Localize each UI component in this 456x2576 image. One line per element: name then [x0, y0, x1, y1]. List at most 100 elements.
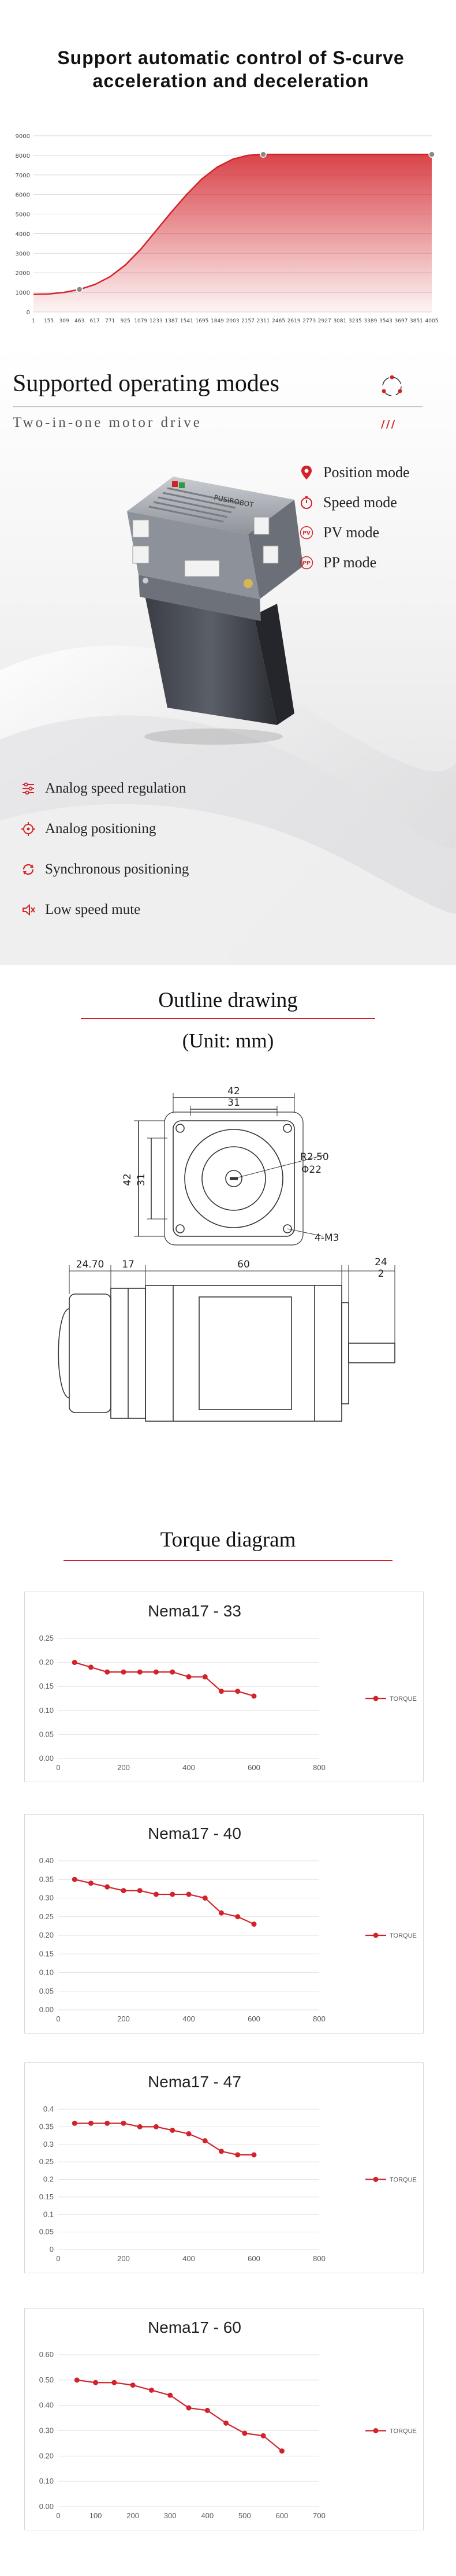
- dim-side-a: 24.70: [76, 1259, 104, 1270]
- y-tick-label: 3000: [16, 251, 30, 257]
- cycle-icon: [382, 375, 402, 396]
- y-tick-label: 0.40: [39, 2401, 54, 2410]
- torque-point: [219, 1910, 224, 1916]
- modes-title: Supported operating modes: [13, 370, 279, 397]
- x-tick-label: 463: [74, 318, 84, 324]
- y-tick-label: 0.25: [39, 1912, 54, 1921]
- x-tick-label: 3081: [333, 318, 346, 324]
- y-tick-label: 0.05: [39, 1730, 54, 1738]
- sliders-icon: [21, 781, 36, 796]
- torque-point: [88, 1880, 94, 1886]
- x-tick-label: 300: [164, 2511, 177, 2520]
- pv-badge-icon: PV: [299, 525, 314, 540]
- torque-point: [121, 2120, 126, 2126]
- dim-side-d: 24: [375, 1257, 387, 1268]
- y-tick-label: 0.50: [39, 2376, 54, 2384]
- feature-analog-speed: Analog speed regulation: [21, 768, 286, 809]
- x-tick-label: 400: [182, 2014, 195, 2023]
- x-tick-label: 1: [32, 318, 35, 324]
- x-tick-label: 200: [117, 1763, 130, 1772]
- torque-point: [251, 2152, 257, 2158]
- y-tick-label: 0.30: [39, 1894, 54, 1902]
- y-tick-label: 5000: [16, 212, 30, 218]
- torque-point: [148, 2387, 154, 2393]
- y-tick-label: 0.4: [43, 2105, 54, 2113]
- dim-left-outer: 42: [122, 1173, 133, 1186]
- mode-label: Position mode: [323, 464, 410, 481]
- feature-label: Analog positioning: [45, 821, 156, 837]
- y-tick-label: 4000: [16, 231, 30, 237]
- y-tick-label: 0: [50, 2245, 54, 2254]
- modes-subtitle: Two-in-one motor drive: [13, 415, 202, 430]
- torque-point: [154, 1891, 159, 1897]
- y-tick-label: 0.40: [39, 1856, 54, 1865]
- torque-point: [279, 2448, 285, 2454]
- torque-chart-nema17-40: Nema17 - 400.000.050.100.150.200.250.300…: [39, 1824, 417, 2023]
- x-tick-label: 600: [248, 2254, 260, 2263]
- torque-point: [130, 2382, 136, 2388]
- s-curve-area: [33, 154, 432, 312]
- s-curve-title: Support automatic control of S-curve acc…: [12, 46, 450, 92]
- x-tick-label: 600: [248, 2014, 260, 2023]
- y-tick-label: 0.2: [43, 2175, 54, 2184]
- pp-badge-icon: PP: [299, 555, 314, 570]
- torque-point: [104, 1669, 110, 1675]
- location-pin-icon: [299, 465, 314, 480]
- x-tick-label: 800: [313, 2014, 326, 2023]
- y-tick-label: 0.00: [39, 1754, 54, 1763]
- torque-point: [72, 2120, 77, 2126]
- torque-point: [72, 1876, 77, 1882]
- stopwatch-icon: [299, 495, 314, 510]
- modes-divider: [13, 406, 423, 407]
- legend-label: TORQUE: [390, 1696, 417, 1703]
- x-tick-label: 925: [121, 318, 130, 324]
- s-curve-marker: [76, 286, 83, 293]
- y-tick-label: 0.1: [43, 2210, 54, 2218]
- x-tick-label: 800: [313, 2254, 326, 2263]
- s-curve-title-line1: Support automatic control of S-curve: [57, 47, 405, 68]
- y-tick-label: 9000: [16, 133, 30, 140]
- torque-point: [74, 2377, 80, 2383]
- x-tick-label: 3389: [364, 318, 377, 324]
- torque-point: [170, 1891, 175, 1897]
- x-tick-label: 1541: [180, 318, 193, 324]
- torque-point: [104, 1884, 110, 1890]
- motor-illustration: PUSIROBOT: [127, 477, 303, 745]
- x-tick-label: 771: [105, 318, 115, 324]
- torque-point: [235, 2152, 241, 2158]
- torque-point: [137, 1669, 143, 1675]
- y-tick-label: 0.15: [39, 1949, 54, 1958]
- y-tick-label: 0: [27, 310, 30, 316]
- y-tick-label: 0.10: [39, 1968, 54, 1977]
- torque-point: [121, 1669, 126, 1675]
- torque-point: [186, 1891, 192, 1897]
- torque-point: [235, 1914, 241, 1920]
- dim-left-inner: 31: [136, 1173, 147, 1186]
- torque-point: [137, 1888, 143, 1894]
- x-tick-label: 0: [56, 2511, 60, 2520]
- legend-swatch-point: [373, 1696, 379, 1701]
- y-tick-label: 0.35: [39, 1875, 54, 1883]
- x-tick-label: 400: [182, 1763, 195, 1772]
- torque-point: [260, 2433, 266, 2439]
- x-tick-label: 500: [238, 2511, 251, 2520]
- y-tick-label: 0.20: [39, 1658, 54, 1667]
- y-tick-label: 0.35: [39, 2122, 54, 2131]
- torque-point: [219, 1689, 224, 1694]
- feature-list: Analog speed regulation Analog positioni…: [21, 768, 286, 930]
- feature-low-speed-mute: Low speed mute: [21, 890, 286, 930]
- y-tick-label: 0.00: [39, 2502, 54, 2511]
- operating-modes-section: Supported operating modes Two-in-one mot…: [0, 347, 456, 965]
- feature-synchronous-positioning: Synchronous positioning: [21, 849, 286, 890]
- mode-label: PV mode: [323, 524, 380, 541]
- mode-item-pv: PV PV mode: [299, 518, 449, 548]
- torque-line: [74, 1879, 255, 1925]
- x-tick-label: 200: [117, 2014, 130, 2023]
